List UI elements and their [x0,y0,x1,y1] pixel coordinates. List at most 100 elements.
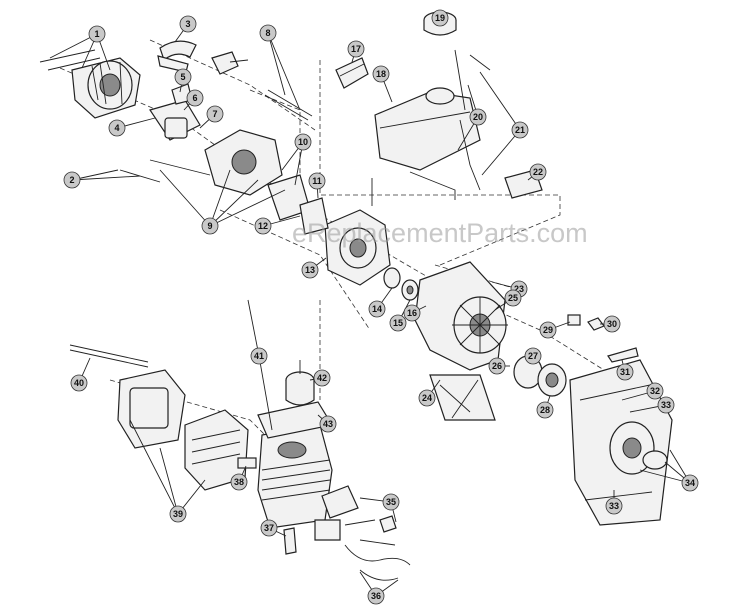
callout-number: 21 [515,125,525,135]
callout-circle [605,497,623,515]
callout-number: 19 [435,13,445,23]
callout-32: 32 [646,382,664,400]
callout-number: 18 [376,69,386,79]
ignition-wires [283,527,411,581]
callout-number: 22 [533,167,543,177]
callout-30: 30 [603,315,621,333]
callout-18: 18 [372,65,390,83]
callout-number: 34 [685,478,695,488]
cylinder [257,424,333,529]
callout-circle [511,121,529,139]
fuel-tank-strap [335,57,369,89]
callout-number: 30 [607,319,617,329]
callout-circle [88,25,106,43]
callout-circle [681,474,699,492]
spark-plug [211,51,249,75]
callout-9: 9 [201,217,219,235]
clamp-34 [642,450,668,470]
callout-circle [186,89,204,107]
callout-21: 21 [511,121,529,139]
callout-circle [431,9,449,27]
fan-impeller [452,296,508,354]
callout-labels: 1234567891011121314151617181920212223242… [63,9,699,605]
callout-circle [294,133,312,151]
callout-28: 28 [536,401,554,419]
callout-33: 33 [605,497,623,515]
callout-number: 4 [114,123,119,133]
callout-5: 5 [174,68,192,86]
callout-7: 7 [206,105,224,123]
callout-25: 25 [504,289,522,307]
callout-number: 10 [298,137,308,147]
callout-37: 37 [260,519,278,537]
callout-circle [389,314,407,332]
callout-circle [206,105,224,123]
callout-number: 36 [371,591,381,601]
callout-circle [179,15,197,33]
callout-circle [174,68,192,86]
callout-38: 38 [230,473,248,491]
callout-17: 17 [347,40,365,58]
clutch-shoe [157,40,197,73]
callout-43: 43 [319,415,337,433]
callout-number: 3 [185,19,190,29]
callout-number: 16 [407,308,417,318]
coil-bracket-parts [119,83,211,183]
callout-circle [254,217,272,235]
callout-circle [301,261,319,279]
callout-number: 26 [492,361,502,371]
muffler-cover [69,344,186,449]
callout-circle [488,357,506,375]
callout-34: 34 [681,474,699,492]
callout-number: 35 [386,497,396,507]
callout-circle [469,108,487,126]
callout-number: 32 [650,386,660,396]
callout-circle [347,40,365,58]
callout-circle [319,415,337,433]
callout-circle [70,374,88,392]
piston [285,360,315,406]
callout-circle [368,300,386,318]
callout-36: 36 [367,587,385,605]
callout-3: 3 [179,15,197,33]
callout-40: 40 [70,374,88,392]
callout-number: 7 [212,109,217,119]
nut-29-30 [567,314,605,331]
callout-number: 27 [528,351,538,361]
callout-number: 12 [258,221,268,231]
callout-number: 38 [234,477,244,487]
callout-circle [230,473,248,491]
callout-number: 8 [265,28,270,38]
callout-circle [646,382,664,400]
callout-circle [372,65,390,83]
callout-number: 41 [254,351,264,361]
callout-15: 15 [389,314,407,332]
callout-number: 39 [173,509,183,519]
callout-circle [308,172,326,190]
callout-number: 14 [372,304,382,314]
fuel-tank [374,87,481,171]
watermark-text: eReplacementParts.com [292,218,588,248]
callout-number: 11 [312,176,322,186]
callout-circle [250,347,268,365]
callout-number: 15 [393,318,403,328]
callout-number: 43 [323,419,333,429]
callout-16: 16 [403,304,421,322]
crankcase-cover [204,129,311,221]
callout-number: 5 [180,72,185,82]
callout-11: 11 [308,172,326,190]
callout-12: 12 [254,217,272,235]
callout-number: 31 [620,367,630,377]
callout-41: 41 [250,347,268,365]
callout-circle [418,389,436,407]
callout-circle [260,519,278,537]
callout-24: 24 [418,389,436,407]
callout-circle [403,304,421,322]
callout-circle [539,321,557,339]
callout-number: 13 [305,265,315,275]
callout-number: 9 [207,221,212,231]
callout-number: 20 [473,112,483,122]
starter-pulley [513,355,567,397]
callout-circle [63,171,81,189]
